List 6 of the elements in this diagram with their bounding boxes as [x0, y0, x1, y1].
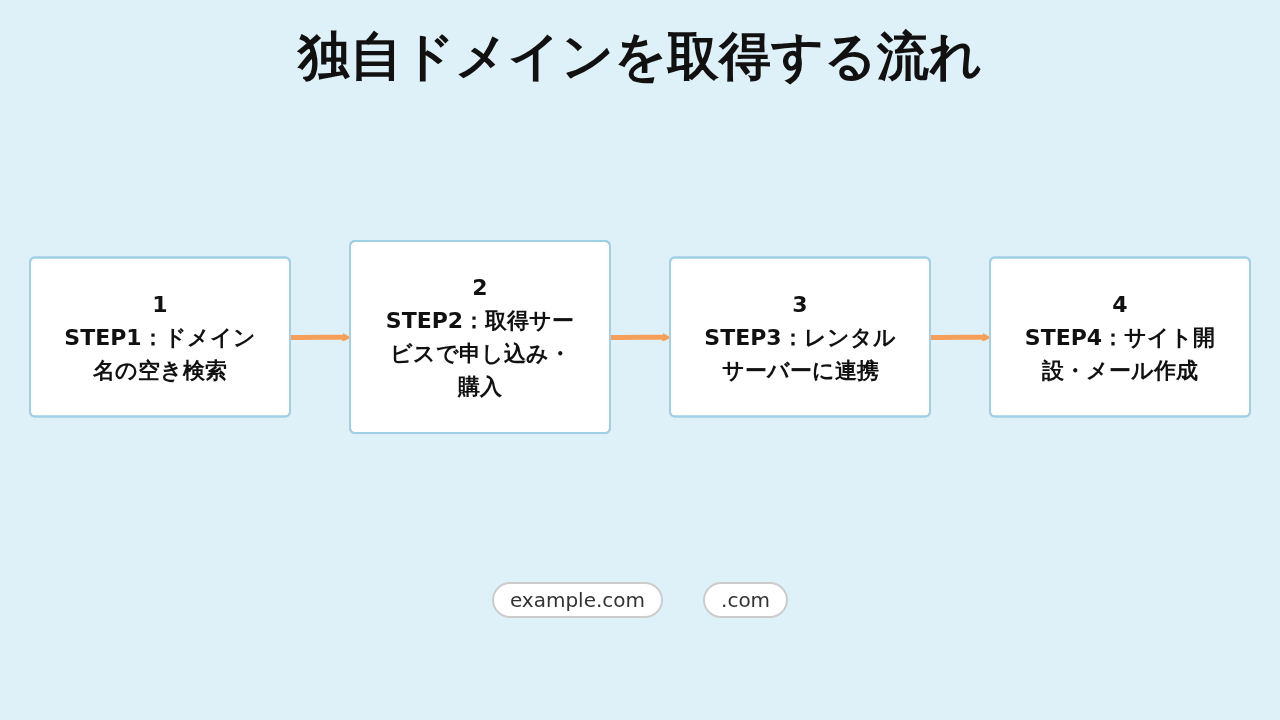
search-field-text: example.com [491, 582, 664, 618]
arrow [610, 332, 671, 342]
domain-icon-text: .com [703, 582, 789, 618]
arrow [290, 332, 351, 342]
title: 独自ドメインを取得する流れ [296, 25, 983, 88]
arrow [930, 332, 991, 342]
